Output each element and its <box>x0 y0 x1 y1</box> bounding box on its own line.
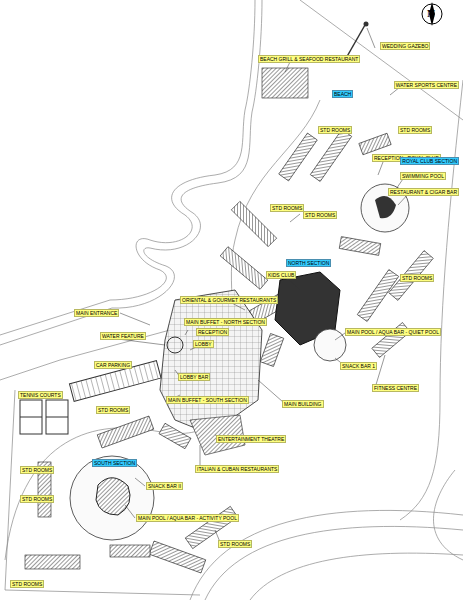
room-block <box>260 334 283 367</box>
section-label: SOUTH SECTION <box>92 459 137 467</box>
leader-line <box>125 505 135 518</box>
room-block <box>159 423 191 448</box>
room-block <box>310 130 351 182</box>
place-label: SNACK BAR II <box>146 482 183 490</box>
car-park <box>69 361 161 402</box>
place-label: ORIENTAL & GOURMET RESTAURANTS <box>180 296 278 304</box>
place-label: MAIN BUILDING <box>282 400 324 408</box>
leader-lines <box>110 28 410 542</box>
main-building <box>160 290 262 430</box>
road-outline <box>190 510 463 600</box>
leader-line <box>290 214 300 222</box>
place-label: LOBBY <box>193 340 214 348</box>
place-label: FITNESS CENTRE <box>372 384 419 392</box>
road-outline <box>5 100 320 560</box>
place-label: ENTERTAINMENT THEATRE <box>216 435 286 443</box>
gazebo <box>364 22 369 27</box>
place-label: BEACH GRILL & SEAFOOD RESTAURANT <box>258 55 360 63</box>
road-outline <box>0 0 255 335</box>
place-label: SNACK BAR 1 <box>340 362 377 370</box>
leader-line <box>258 380 283 402</box>
room-block <box>220 247 268 290</box>
room-block <box>339 237 380 256</box>
section-label: NORTH SECTION <box>286 259 331 267</box>
road-outline <box>5 390 15 590</box>
leader-line <box>185 330 188 335</box>
road-outline <box>205 526 463 600</box>
tennis-court <box>46 400 68 434</box>
leader-line <box>378 162 383 175</box>
room-block <box>359 133 391 155</box>
place-label: CAR PARKING <box>94 361 132 369</box>
place-label: MAIN BUFFET - NORTH SECTION <box>184 318 267 326</box>
place-label: STD ROOMS <box>96 406 130 414</box>
court-net <box>46 417 68 418</box>
room-block <box>262 68 308 98</box>
place-label: STD ROOMS <box>270 204 304 212</box>
room-block <box>97 416 153 448</box>
place-label: WATER FEATURE <box>100 332 146 340</box>
place-label: STD ROOMS <box>20 495 54 503</box>
water-feature <box>167 337 183 353</box>
road-outline <box>400 80 463 520</box>
royal-pool <box>375 196 396 218</box>
place-label: WATER SPORTS CENTRE <box>394 81 459 89</box>
place-label: WEDDING GAZEBO <box>380 42 430 50</box>
leader-line <box>135 478 145 486</box>
place-label: STD ROOMS <box>10 580 44 588</box>
place-label: MAIN ENTRANCE <box>74 309 119 317</box>
leader-line <box>367 28 375 48</box>
room-block <box>25 555 80 569</box>
court-net <box>20 417 42 418</box>
place-label: ITALIAN & CUBAN RESTAURANTS <box>195 465 279 473</box>
buildings <box>20 2 442 573</box>
place-label: KIDS CLUB <box>266 271 296 279</box>
tennis-court <box>20 400 42 434</box>
place-label: SWIMMING POOL <box>400 172 446 180</box>
place-label: MAIN POOL / AQUA BAR - ACTIVITY POOL <box>136 514 239 522</box>
place-label: MAIN POOL / AQUA BAR - QUIET POOL <box>345 328 441 336</box>
place-label: STD ROOMS <box>318 126 352 134</box>
place-label: STD ROOMS <box>303 211 337 219</box>
section-label: ROYAL CLUB SECTION <box>400 157 459 165</box>
leader-line <box>285 62 290 72</box>
place-label: STD ROOMS <box>20 466 54 474</box>
place-label: MAIN BUFFET - SOUTH SECTION <box>166 396 249 404</box>
leader-line <box>120 313 150 325</box>
pool-area <box>314 329 346 361</box>
road-outline <box>5 590 200 595</box>
road-outline <box>250 553 463 600</box>
room-block <box>110 545 150 557</box>
leader-line <box>335 333 345 340</box>
place-label: TENNIS COURTS <box>18 391 63 399</box>
section-label: BEACH <box>332 90 353 98</box>
place-label: RESTAURANT & CIGAR BAR <box>388 188 459 196</box>
room-block <box>149 541 205 573</box>
place-label: LOBBY BAR <box>178 373 210 381</box>
place-label: STD ROOMS <box>400 274 434 282</box>
place-label: STD ROOMS <box>398 126 432 134</box>
compass-letter: N <box>426 7 436 19</box>
road-outline <box>433 470 463 560</box>
place-label: STD ROOMS <box>218 540 252 548</box>
place-label: RECEPTION <box>196 328 229 336</box>
pool-area <box>70 456 154 540</box>
activity-pool <box>96 478 130 515</box>
